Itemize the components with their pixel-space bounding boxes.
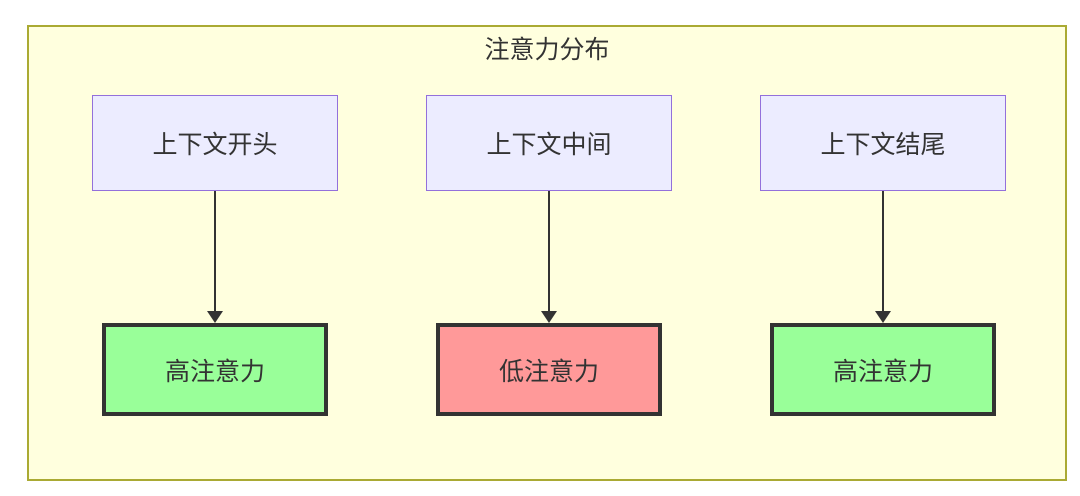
node-context-beginning: 上下文开头 — [92, 95, 338, 191]
arrowhead-down-icon — [541, 311, 557, 323]
arrowhead-down-icon — [875, 311, 891, 323]
node-label: 上下文开头 — [152, 131, 278, 159]
cluster-title: 注意力分布 — [484, 36, 610, 64]
arrow-shaft — [882, 191, 884, 311]
node-label: 高注意力 — [832, 357, 933, 386]
node-label: 上下文中间 — [486, 131, 612, 159]
node-label: 上下文结尾 — [820, 131, 946, 159]
node-low-attention: 低注意力 — [436, 323, 662, 416]
node-high-attention-2: 高注意力 — [770, 323, 996, 416]
arrow-beginning-to-high — [207, 191, 223, 323]
arrow-shaft — [548, 191, 550, 311]
arrow-middle-to-low — [541, 191, 557, 323]
node-label: 高注意力 — [164, 357, 265, 386]
node-context-end: 上下文结尾 — [760, 95, 1006, 191]
arrow-end-to-high — [875, 191, 891, 323]
node-high-attention-1: 高注意力 — [102, 323, 328, 416]
node-label: 低注意力 — [498, 357, 599, 386]
attention-distribution-cluster: 注意力分布 上下文开头 高注意力 上下文中间 低注意力 上下文结尾 — [27, 25, 1067, 481]
node-context-middle: 上下文中间 — [426, 95, 672, 191]
arrowhead-down-icon — [207, 311, 223, 323]
arrow-shaft — [214, 191, 216, 311]
